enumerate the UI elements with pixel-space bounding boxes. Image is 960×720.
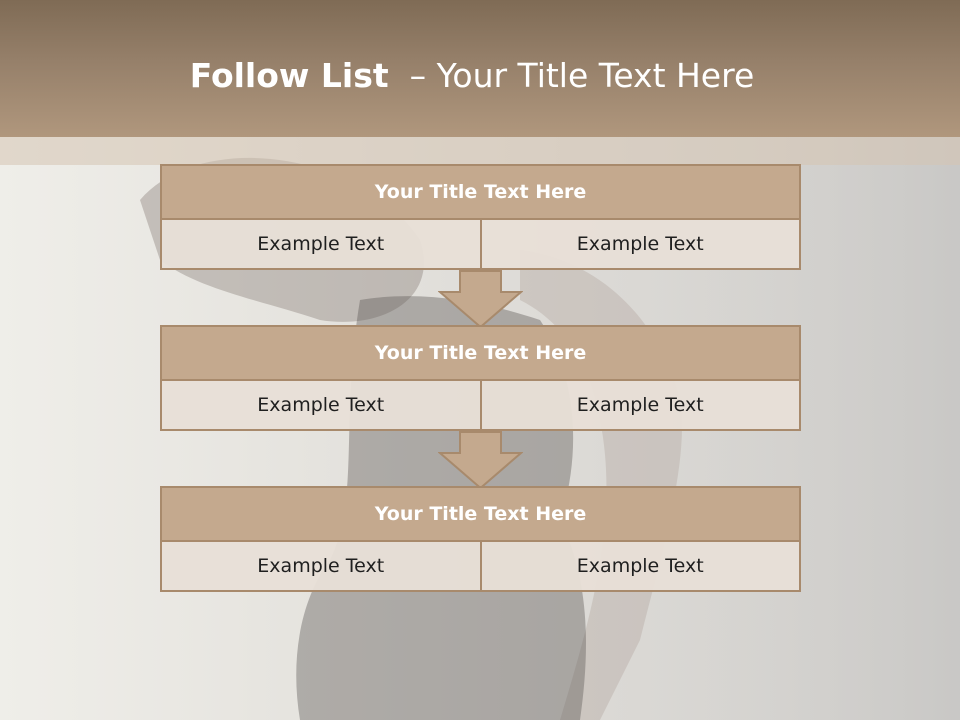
list-block-3: Your Title Text Here Example Text Exampl… [160,486,801,592]
down-arrow-icon [438,270,523,328]
block-cell-left: Example Text [160,381,482,431]
block-cell-right: Example Text [481,542,801,592]
block-cell-left: Example Text [160,220,482,270]
block-row: Example Text Example Text [160,220,801,270]
list-block-1: Your Title Text Here Example Text Exampl… [160,164,801,270]
block-cell-right: Example Text [481,381,801,431]
title-bar-shadow-band [0,137,960,165]
list-block-2: Your Title Text Here Example Text Exampl… [160,325,801,431]
block-cell-left: Example Text [160,542,482,592]
slide-title-rest: – Your Title Text Here [409,56,755,95]
block-title: Your Title Text Here [160,486,801,542]
slide-title-bold: Follow List [189,56,389,95]
title-bar [0,0,960,137]
block-row: Example Text Example Text [160,381,801,431]
block-title: Your Title Text Here [160,164,801,220]
block-cell-right: Example Text [481,220,801,270]
down-arrow-icon [438,431,523,489]
block-title: Your Title Text Here [160,325,801,381]
block-row: Example Text Example Text [160,542,801,592]
slide-title: Follow List – Your Title Text Here [0,52,944,100]
